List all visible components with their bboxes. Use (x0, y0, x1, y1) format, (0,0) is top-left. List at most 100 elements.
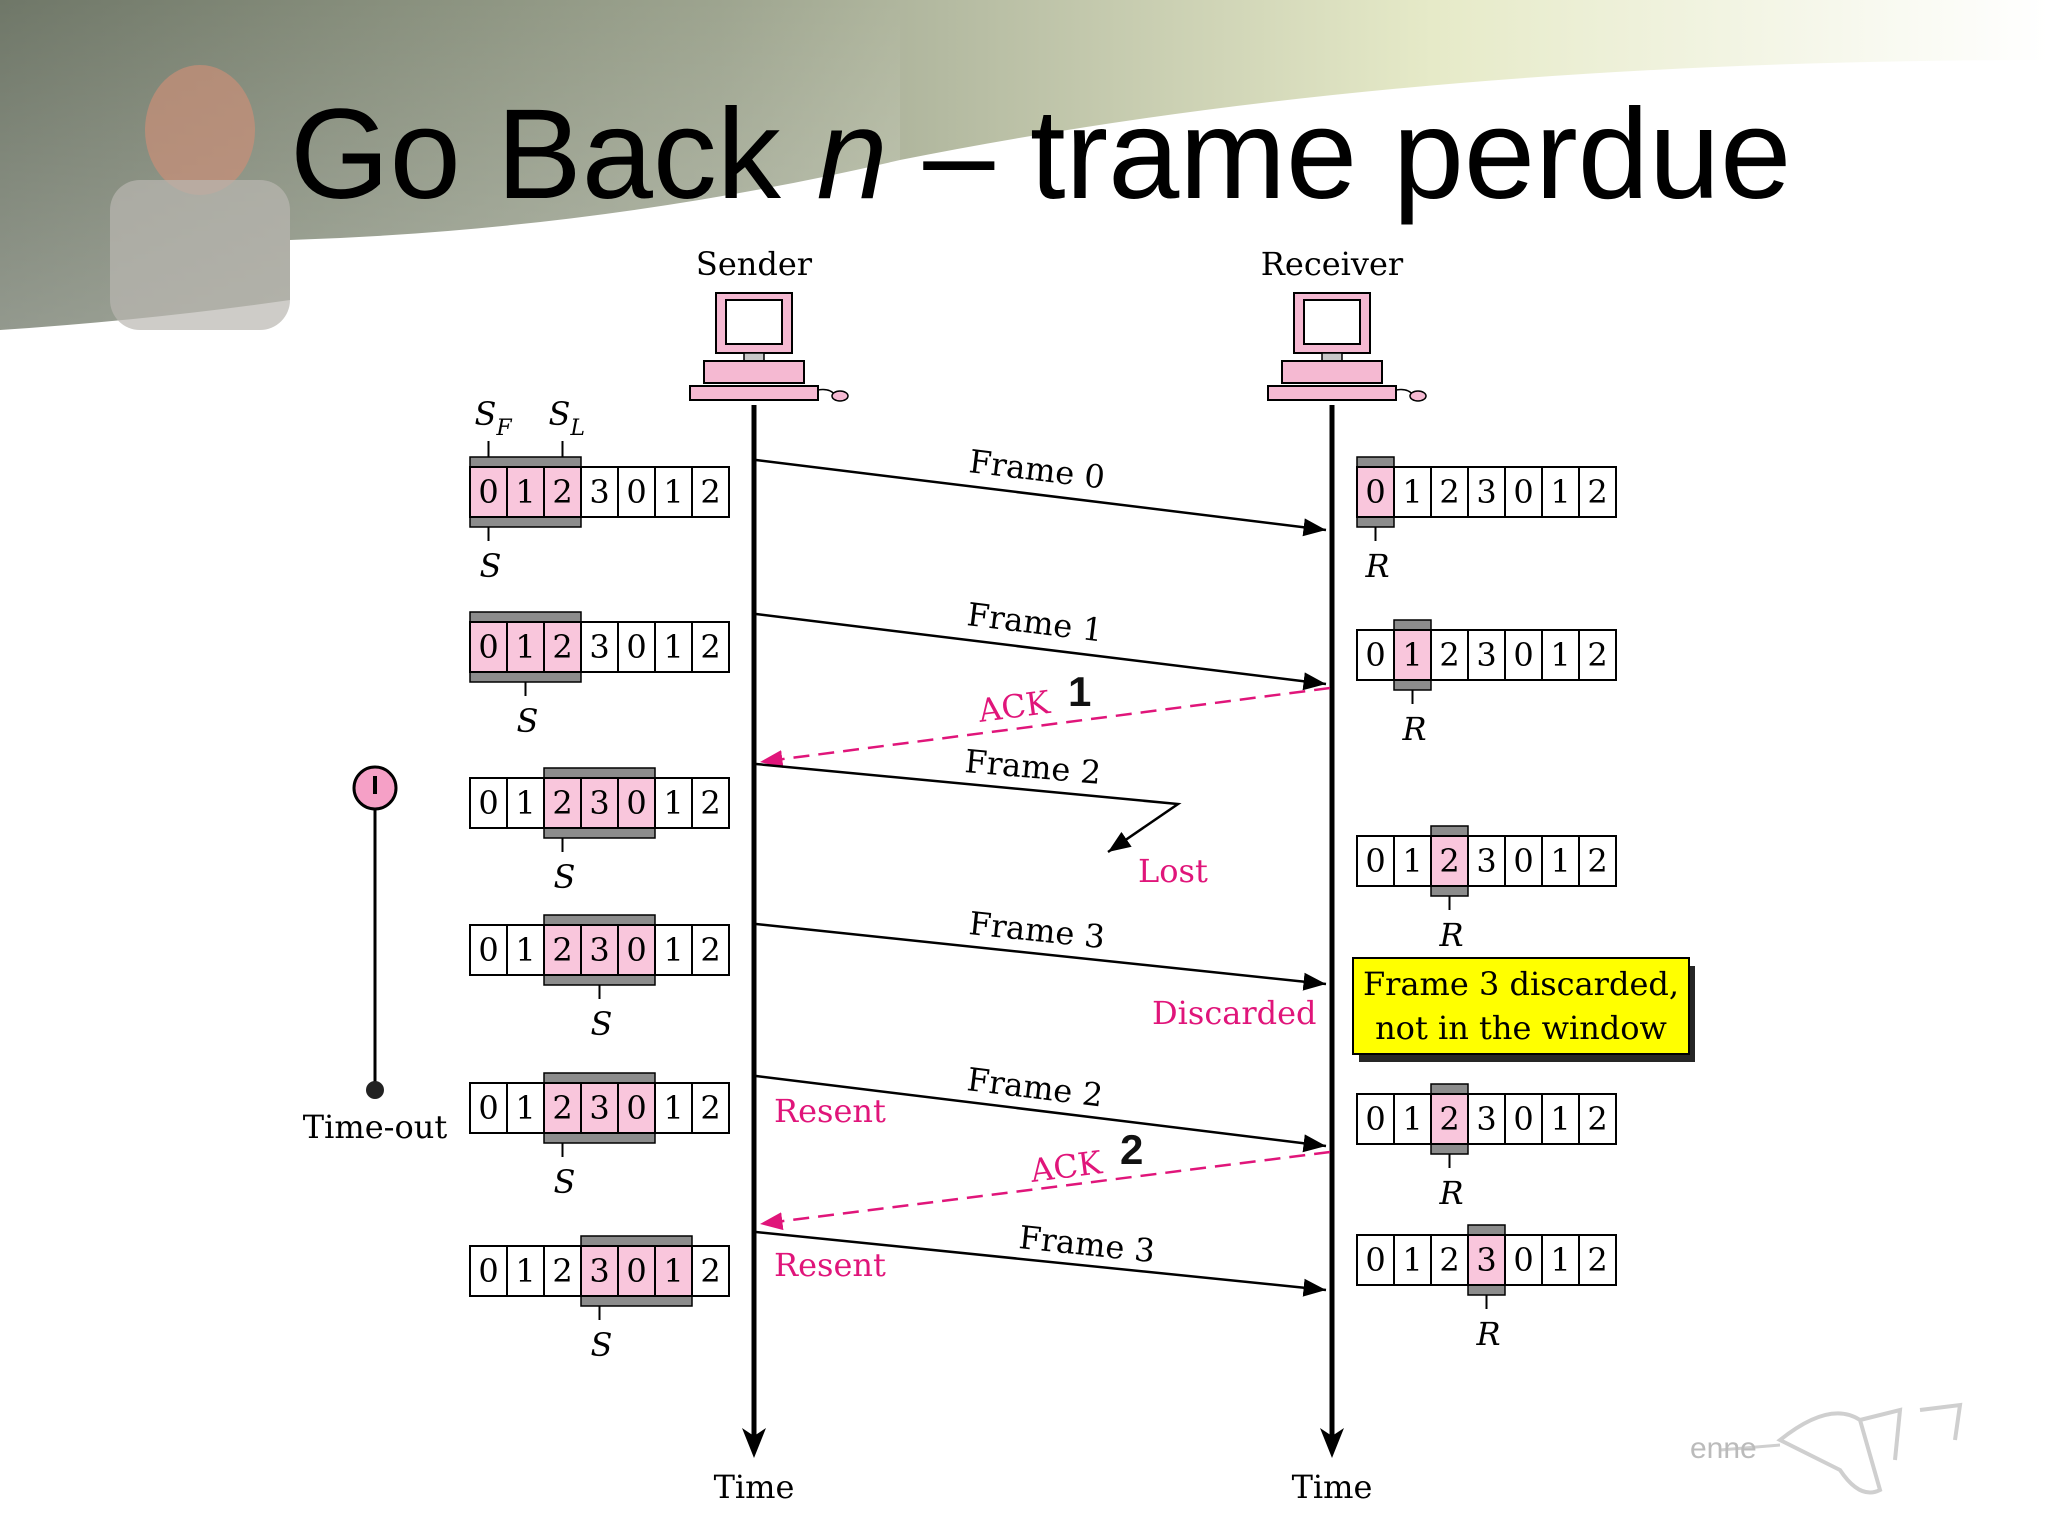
sender-time-arrowhead (742, 1428, 766, 1458)
sender-seq-number: 1 (515, 784, 535, 822)
sender-seq-cell (506, 1245, 545, 1297)
sender-seq-number: 0 (478, 473, 498, 511)
sender-seq-cell (580, 777, 619, 829)
ack-2-label: ACK (1027, 1143, 1105, 1190)
receiver-seq-cell (1578, 835, 1617, 887)
sender-window-bottom-bar (469, 671, 582, 683)
receiver-seq-number: 3 (1476, 473, 1496, 511)
sender-seq-number: 3 (589, 784, 609, 822)
receiver-seq-number: 1 (1402, 473, 1422, 511)
title-text-1: Go Back (290, 83, 817, 226)
receiver-seq-number: 2 (1439, 842, 1459, 880)
sender-pointer-label: S (480, 547, 502, 585)
sl-label: SL (549, 395, 586, 441)
receiver-window-top-bar (1430, 825, 1469, 837)
ack-1-number: 1 (1068, 668, 1091, 715)
sender-seq-cell (506, 621, 545, 673)
sender-pointer-label: S (591, 1005, 613, 1043)
receiver-seq-number: 3 (1476, 1100, 1496, 1138)
sender-seq-cell (691, 1082, 730, 1134)
receiver-pointer-label: R (1401, 710, 1426, 748)
message-ack-1: ACK 1 (759, 668, 1331, 769)
receiver-seq-number: 2 (1439, 473, 1459, 511)
sender-seq-number: 0 (626, 1089, 646, 1127)
sender-seq-number: 2 (700, 931, 720, 969)
receiver-seq-cell (1578, 1234, 1617, 1286)
receiver-seq-cell (1393, 1234, 1432, 1286)
receiver-window-top-bar (1356, 456, 1395, 468)
sender-seq-cell (654, 777, 693, 829)
receiver-seq-cell (1356, 466, 1395, 518)
sender-seq-number: 1 (515, 1252, 535, 1290)
sender-seq-number: 1 (663, 1252, 683, 1290)
sender-window-bottom-bar (469, 516, 582, 528)
sender-seq-cell (654, 621, 693, 673)
resent-label-1: Resent (774, 1092, 886, 1130)
sender-seq-number: 1 (663, 784, 683, 822)
receiver-seq-number: 1 (1550, 473, 1570, 511)
sender-seq-cell (691, 924, 730, 976)
receiver-seq-cell (1541, 466, 1580, 518)
slide-title: Go Back n – trame perdue (290, 78, 1791, 232)
sender-seq-number: 0 (478, 628, 498, 666)
sender-seq-number: 1 (663, 628, 683, 666)
discarded-label: Discarded (1152, 994, 1317, 1032)
sender-seq-cell (691, 777, 730, 829)
receiver-seq-number: 3 (1476, 636, 1496, 674)
sender-seq-number: 0 (626, 473, 646, 511)
sender-seq-number: 0 (478, 784, 498, 822)
sender-computer-icon (689, 292, 849, 402)
sender-seq-cell (469, 466, 508, 518)
receiver-seq-number: 1 (1550, 1100, 1570, 1138)
receiver-seq-cell (1467, 1234, 1506, 1286)
sender-seq-number: 3 (589, 1089, 609, 1127)
receiver-seq-number: 1 (1550, 1241, 1570, 1279)
message-frame-2-lost: Frame 2 Lost (755, 742, 1208, 890)
title-text-n: n (816, 83, 888, 226)
logo: enne (1690, 1402, 1963, 1495)
receiver-pointer-label: R (1475, 1315, 1500, 1353)
receiver-seq-cell (1541, 1093, 1580, 1145)
receiver-seq-number: 0 (1513, 1241, 1533, 1279)
sender-window-top-bar (543, 767, 656, 779)
message-frame-0: Frame 0 (755, 442, 1327, 537)
note-line-2: not in the window (1375, 1009, 1667, 1047)
receiver-window-bottom-bar (1467, 1284, 1506, 1296)
receiver-seq-number: 2 (1439, 1100, 1459, 1138)
timeout-label: Time-out (303, 1108, 448, 1146)
receiver-seq-number: 1 (1550, 636, 1570, 674)
sender-seq-number: 2 (552, 1252, 572, 1290)
sender-seq-number: 0 (626, 628, 646, 666)
receiver-seq-number: 0 (1513, 636, 1533, 674)
sender-pointer-label: S (554, 1163, 576, 1201)
receiver-seq-cell (1467, 1093, 1506, 1145)
sender-label: Sender (696, 245, 813, 283)
receiver-time-label: Time (1292, 1468, 1373, 1506)
receiver-seq-number: 2 (1587, 636, 1607, 674)
receiver-window-top-bar (1430, 1083, 1469, 1095)
message-frame-3-resent: Frame 3 Resent (755, 1218, 1327, 1297)
sender-pointer-label: S (554, 858, 576, 896)
sender-seq-number: 2 (700, 473, 720, 511)
sender-window-top-bar (543, 914, 656, 926)
receiver-window-bottom-bar (1356, 516, 1395, 528)
receiver-seq-number: 1 (1402, 842, 1422, 880)
receiver-seq-cell (1578, 629, 1617, 681)
message-frame-3-discarded: Frame 3 Discarded (755, 904, 1327, 1032)
sender-seq-number: 2 (700, 784, 720, 822)
sender-seq-number: 1 (663, 1089, 683, 1127)
receiver-seq-number: 1 (1402, 636, 1422, 674)
receiver-seq-number: 3 (1476, 1241, 1496, 1279)
receiver-seq-number: 1 (1402, 1241, 1422, 1279)
receiver-seq-cell (1578, 1093, 1617, 1145)
sender-seq-number: 3 (589, 473, 609, 511)
